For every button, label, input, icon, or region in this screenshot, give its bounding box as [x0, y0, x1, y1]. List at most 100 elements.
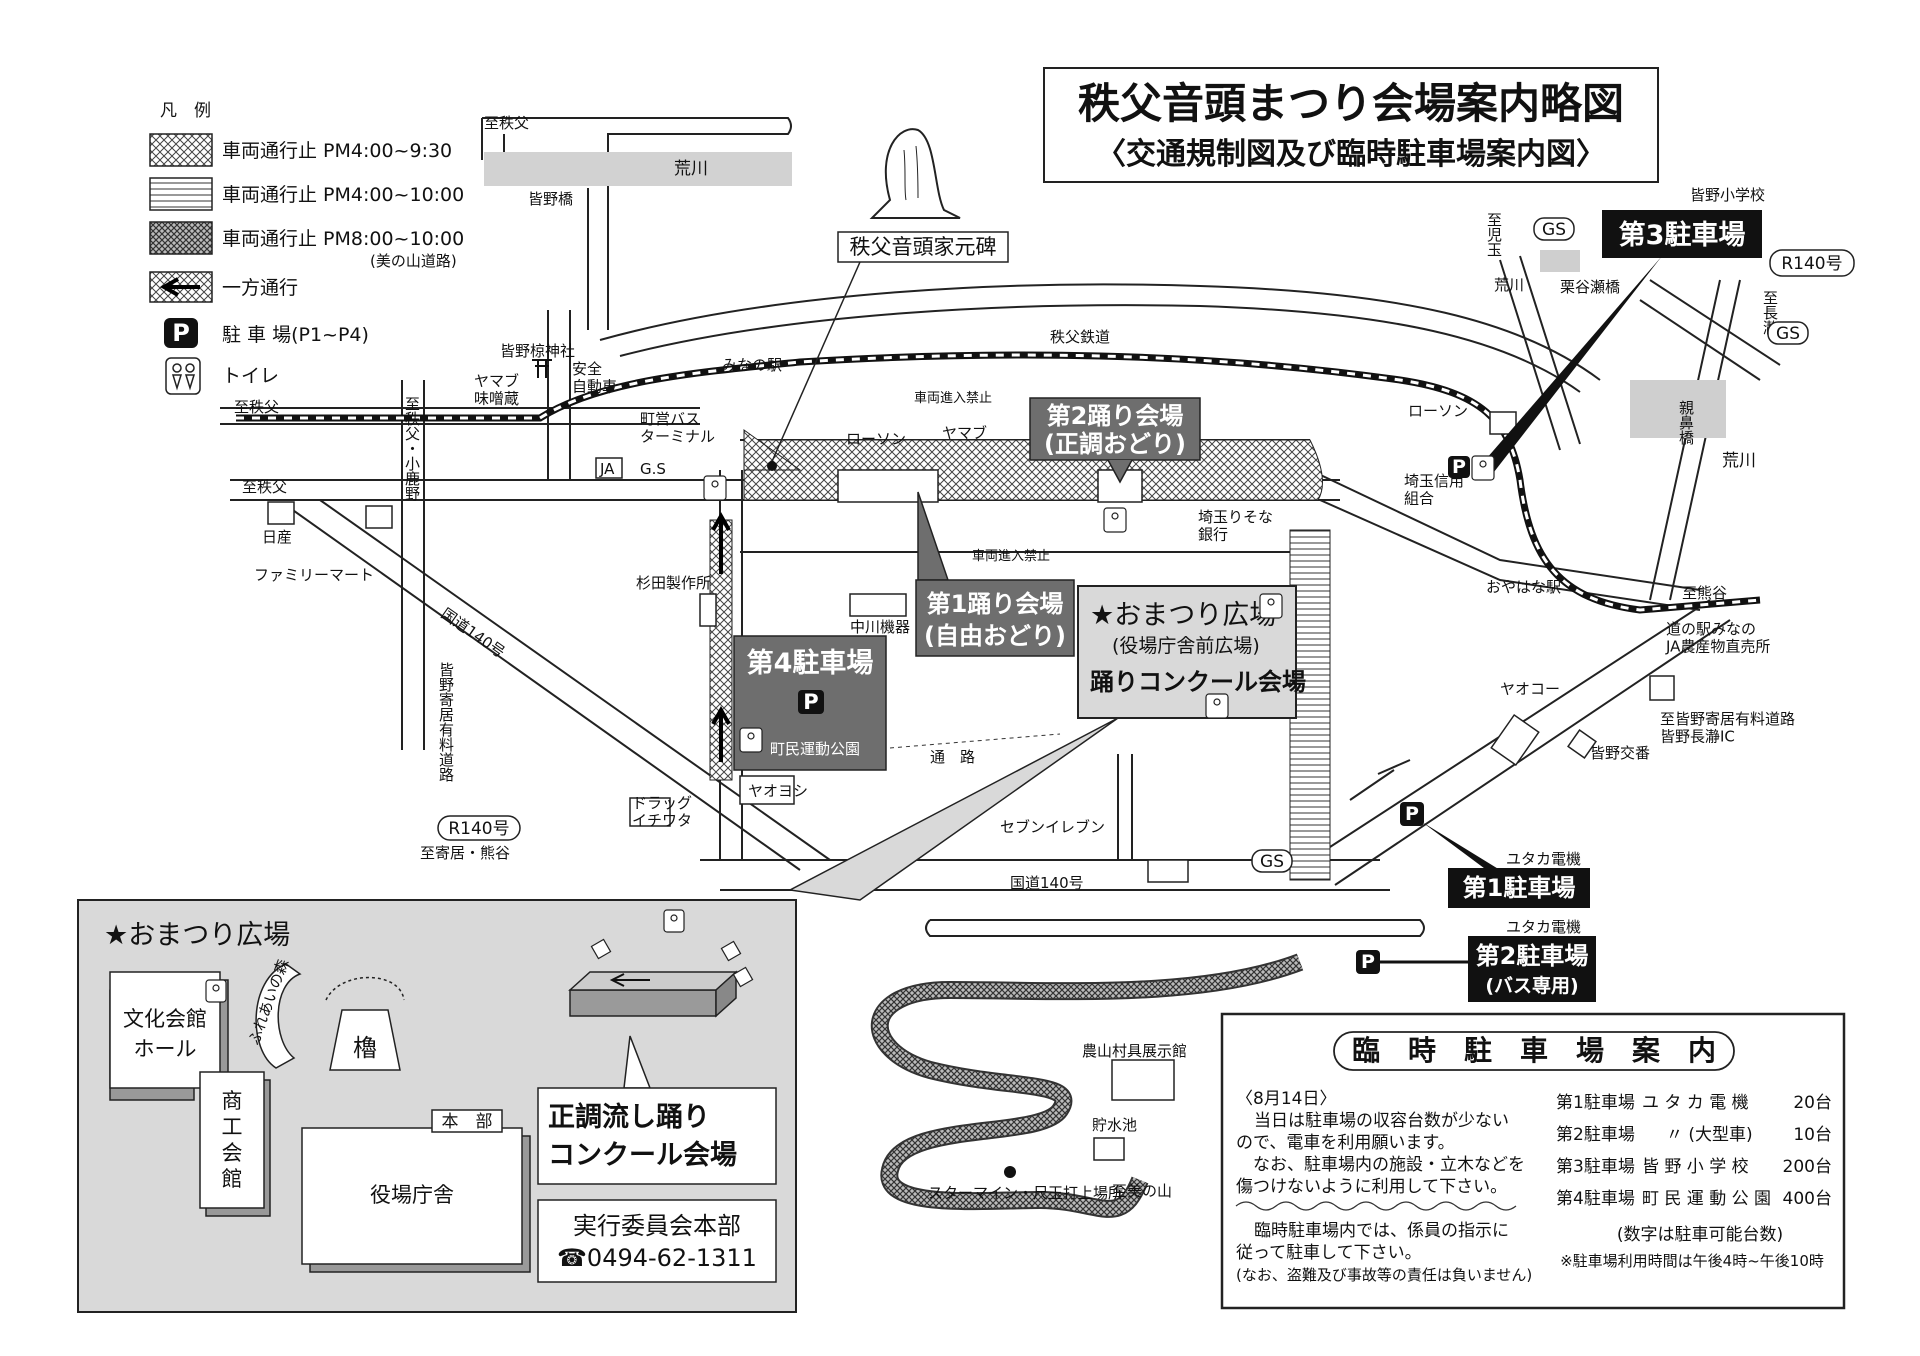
- label-anzen-jidosha: 安全自動車: [572, 360, 617, 395]
- legend-heading: 凡 例: [160, 101, 211, 121]
- parking-icon: [798, 690, 824, 714]
- parking-row-3-count: 200台: [1783, 1157, 1832, 1177]
- label-route140-bottom: 国道140号: [1010, 874, 1084, 892]
- label-r140-left: R140号: [448, 819, 509, 839]
- one-way-arrow-icon: [711, 511, 731, 574]
- parking-info-footnote1: (数字は駐車可能台数): [1617, 1225, 1783, 1245]
- legend-label-1: 車両通行止 PM4:00~9:30: [222, 140, 452, 162]
- parking-1-p: P: [1405, 803, 1419, 825]
- parking-2-box: [1468, 936, 1596, 1002]
- label-arakawa-right2: 荒川: [1722, 451, 1756, 471]
- parking-row-4-count: 400台: [1783, 1189, 1832, 1209]
- parking-row-2-place: 〃 (大型車): [1666, 1125, 1753, 1145]
- parking-row-1-name: 第1駐車場: [1556, 1093, 1635, 1113]
- label-arakawa-right1: 荒川: [1494, 276, 1524, 294]
- festival-plaza-contest: 踊りコンクール会場: [1090, 668, 1306, 696]
- inset-honbu-label: 本 部: [442, 1112, 493, 1132]
- festival-plaza-box: [1077, 585, 1297, 719]
- inset-shoko-3: 会: [222, 1141, 243, 1165]
- label-starmine: スターマイン・尺玉打上場所: [928, 1184, 1123, 1202]
- starmine-launch-point: [1004, 1166, 1016, 1178]
- inset-hq-tel: ☎0494-62-1311: [557, 1244, 757, 1272]
- label-drug-ichiwata: ドラッグイチワタ: [632, 794, 692, 829]
- label-nissan: 日産: [262, 528, 292, 546]
- parking-icon: [1400, 802, 1424, 826]
- arakawa-river-right: [1630, 380, 1726, 438]
- seven-eleven-building: [1147, 859, 1189, 883]
- label-gs-bottom: GS: [1260, 852, 1284, 872]
- inset-yagura: 櫓: [353, 1034, 377, 1062]
- venue-2-box: [1029, 397, 1201, 461]
- festival-plaza-subtitle: (役場庁舎前広場): [1112, 635, 1260, 657]
- inset-hq-label: 実行委員会本部: [573, 1212, 741, 1240]
- toilet-icon: [703, 475, 727, 501]
- parking-info-note1-line2: ので、電車を利用願います。: [1236, 1133, 1455, 1153]
- label-oyahana-station: おやはな駅: [1486, 578, 1561, 596]
- toilet-icon: [1471, 455, 1495, 481]
- parking-info-note2-line2: 従って駐車して下さい。: [1236, 1243, 1422, 1263]
- parking-row-2-count: 10台: [1793, 1125, 1832, 1145]
- yaoko-building: [1490, 713, 1540, 767]
- label-minano-station: みなの駅: [722, 356, 782, 374]
- label-yutaka-2: ユタカ電機: [1506, 918, 1581, 936]
- label-to-chichibu-top: 至秩父: [484, 114, 529, 132]
- label-to-kumagaya: 至熊谷: [1682, 584, 1727, 602]
- inset-curved-walkway: [255, 963, 302, 1069]
- venue-2-label-1: 第2踊り会場: [1047, 402, 1184, 430]
- parking-4-p: P: [803, 690, 818, 714]
- gs-bottom-badge: [1251, 849, 1293, 873]
- inset-lantern-1: [590, 938, 612, 960]
- yagura-tower-icon: [329, 1009, 401, 1071]
- map-toilet-icons: [703, 455, 1495, 753]
- parking-row-4-name: 第4駐車場: [1556, 1189, 1635, 1209]
- label-nosan-museum: 農山村具展示館: [1082, 1042, 1187, 1060]
- inset-shoko-1: 商: [222, 1089, 243, 1113]
- label-lawson-2: ローソン: [1408, 402, 1468, 420]
- parking-info-footnote2: ※駐車場利用時間は午後4時~午後10時: [1560, 1252, 1824, 1270]
- inset-contest-line2: コンクール会場: [548, 1140, 737, 1171]
- gs-right-badge: [1767, 321, 1809, 345]
- parking-areas: 第4駐車場 P 町民運動公園 第3駐車場 P P 第1駐車場 P 第2駐車場 (…: [733, 210, 1762, 1002]
- venue-1-label-2: (自由おどり): [924, 622, 1066, 650]
- arakawa-river-right-small: [1540, 250, 1580, 272]
- label-seven-eleven: セブンイレブン: [1000, 818, 1105, 836]
- label-ja: JA: [599, 460, 615, 478]
- parking-row-2-name: 第2駐車場: [1556, 1125, 1635, 1145]
- landmarks: 秩父音頭家元碑: [267, 128, 1675, 1178]
- inset-hq-box: [537, 1199, 777, 1283]
- label-oyahana-bridge: 親鼻橋: [1677, 400, 1695, 445]
- toilet-icon: [739, 727, 763, 753]
- label-gs-right: GS: [1776, 324, 1800, 344]
- label-tsuro: 通 路: [930, 748, 975, 766]
- label-yaoyoshi: ヤオヨシ: [748, 782, 808, 800]
- lawson-building: [1489, 411, 1517, 435]
- venue-1-label-1: 第1踊り会場: [927, 590, 1064, 618]
- building-lawson-block: [837, 469, 939, 503]
- one-way-arrow-icon: [159, 277, 200, 297]
- monument-label: 秩父音頭家元碑: [850, 235, 997, 259]
- label-no-entry-1: 車両進入禁止: [914, 391, 992, 406]
- toilet-icon: [205, 979, 227, 1003]
- parking-3-box: [1602, 210, 1762, 258]
- inset-shoko-kaikan: [199, 1071, 265, 1209]
- familymart-building: [365, 505, 393, 529]
- inset-yakuba-chosha: [301, 1127, 523, 1265]
- legend-label-4: 一方通行: [222, 277, 298, 299]
- label-to-chichibu-left: 至秩父: [234, 398, 279, 416]
- inset-shoko-4: 館: [222, 1167, 243, 1191]
- arakawa-river-top: [484, 152, 792, 186]
- label-r140-right: R140号: [1781, 254, 1842, 274]
- label-route140-diag: 国道140号: [438, 605, 509, 662]
- parking-2-p: P: [1361, 951, 1375, 973]
- monument-stone-icon: [869, 128, 961, 219]
- one-way-arrow-icon: [711, 705, 731, 762]
- legend: 凡 例 車両通行止 PM4:00~9:30 車両通行止 PM4:00~10:00…: [149, 101, 464, 395]
- label-minano-yorii-toll: 皆野寄居有料道路: [437, 662, 455, 782]
- inset-bunka-line1: 文化会館: [123, 1007, 207, 1031]
- parking-info-panel: 臨 時 駐 車 場 案 内 〈8月14日〉 当日は駐車場の収容台数が少ない ので…: [1220, 1012, 1846, 1310]
- r140-right-badge: [1769, 249, 1855, 277]
- parking-info-note1-line1: 当日は駐車場の収容台数が少ない: [1254, 1111, 1509, 1131]
- parking-info-heading-pill: [1333, 1031, 1735, 1071]
